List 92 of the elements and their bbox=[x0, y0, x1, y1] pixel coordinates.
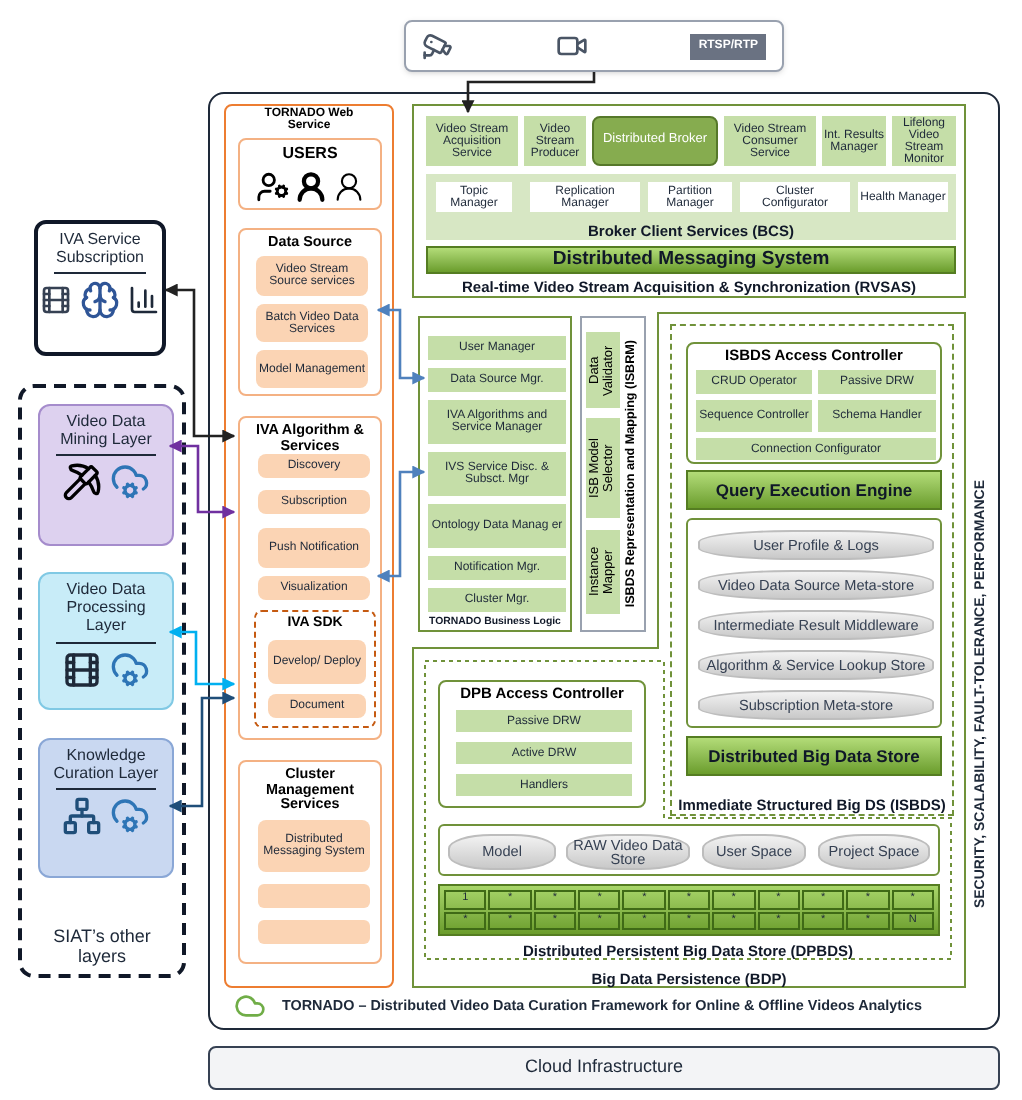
manager-box bbox=[740, 182, 850, 212]
service-group-box bbox=[238, 228, 382, 396]
service-box bbox=[258, 576, 370, 600]
database-cylinder bbox=[698, 570, 934, 600]
component-box bbox=[428, 336, 566, 360]
component-box bbox=[696, 438, 936, 460]
panel-title: Knowledge Curation Layer bbox=[51, 746, 161, 783]
database-cylinder bbox=[448, 834, 556, 870]
service-box bbox=[258, 490, 370, 514]
users-panel bbox=[238, 138, 382, 210]
store-panel bbox=[670, 324, 954, 816]
controller-box bbox=[686, 342, 942, 464]
layer-panel bbox=[418, 316, 572, 632]
connector-arrow bbox=[461, 72, 596, 114]
component-box bbox=[696, 370, 812, 394]
database-cylinder bbox=[698, 690, 934, 720]
service-box bbox=[256, 256, 368, 296]
component-box bbox=[586, 530, 620, 614]
store-group-box bbox=[686, 518, 942, 728]
component-box bbox=[428, 400, 566, 444]
bar-label: Distributed Messaging System bbox=[552, 245, 830, 274]
component-box bbox=[428, 452, 566, 496]
persistence-panel bbox=[412, 312, 966, 988]
component-box bbox=[428, 588, 566, 612]
component-box bbox=[586, 418, 620, 518]
engine-bar bbox=[686, 736, 942, 776]
source-bar bbox=[404, 20, 784, 72]
framework-frame bbox=[208, 92, 1000, 1030]
infrastructure-label: Cloud Infrastructure bbox=[524, 1054, 684, 1081]
component-box bbox=[428, 504, 566, 548]
bar-label: Distributed Big Data Store bbox=[708, 743, 920, 769]
layer-box bbox=[38, 572, 174, 710]
mapping-panel bbox=[580, 316, 646, 632]
component-box bbox=[456, 742, 632, 764]
component-box bbox=[818, 370, 936, 394]
panel-title: Video Data Processing Layer bbox=[64, 580, 148, 636]
broker-box bbox=[592, 116, 718, 166]
component-box bbox=[586, 332, 620, 408]
manager-box bbox=[858, 182, 948, 212]
group-caption: SIAT’s other layers bbox=[51, 928, 153, 968]
component-box bbox=[428, 368, 566, 392]
connector-arrow bbox=[376, 303, 426, 385]
connector-arrow bbox=[168, 439, 236, 519]
service-group-box bbox=[238, 760, 382, 964]
panel-title: IVA Service Subscription bbox=[53, 230, 147, 267]
engine-bar bbox=[426, 246, 956, 274]
engine-bar bbox=[686, 470, 942, 510]
manager-box bbox=[648, 182, 732, 212]
panel-title: USERS bbox=[282, 142, 338, 166]
component-box bbox=[456, 710, 632, 732]
service-box bbox=[256, 350, 368, 388]
panel-title: Video Data Mining Layer bbox=[58, 412, 154, 449]
service-box bbox=[258, 528, 370, 568]
infrastructure-bar bbox=[208, 1046, 1000, 1090]
component-box bbox=[822, 116, 886, 166]
component-box bbox=[892, 116, 956, 166]
sdk-box bbox=[254, 610, 376, 728]
service-box bbox=[268, 640, 366, 684]
database-cylinder bbox=[698, 530, 934, 560]
service-box bbox=[258, 454, 370, 478]
manager-box bbox=[436, 182, 512, 212]
layer-box bbox=[38, 738, 174, 878]
database-cylinder bbox=[698, 610, 934, 640]
layers-group bbox=[18, 384, 186, 978]
manager-box bbox=[530, 182, 640, 212]
service-box bbox=[258, 884, 370, 908]
connector-arrow bbox=[376, 465, 426, 583]
component-box bbox=[428, 556, 566, 580]
service-panel bbox=[224, 104, 394, 988]
component-box bbox=[456, 774, 632, 796]
layer-panel bbox=[412, 104, 966, 298]
component-box bbox=[696, 400, 812, 432]
connector-arrow bbox=[164, 283, 236, 443]
bar-label: Query Execution Engine bbox=[715, 477, 913, 503]
database-cylinder bbox=[698, 650, 934, 680]
service-box bbox=[258, 820, 370, 872]
service-box bbox=[256, 304, 368, 342]
service-box bbox=[268, 694, 366, 718]
controller-box bbox=[438, 680, 646, 808]
database-cylinder bbox=[702, 834, 806, 870]
client-services-panel bbox=[426, 174, 956, 240]
connector-arrow bbox=[168, 625, 236, 691]
service-group-box bbox=[238, 416, 382, 740]
store-panel bbox=[424, 660, 952, 960]
storage-grid-bar bbox=[438, 884, 940, 936]
subscription-box bbox=[34, 220, 166, 356]
component-box bbox=[818, 400, 936, 432]
layer-box bbox=[38, 404, 174, 546]
service-box bbox=[258, 920, 370, 944]
store-group-box bbox=[438, 824, 940, 876]
database-cylinder bbox=[818, 834, 930, 870]
connector-arrow bbox=[168, 691, 236, 813]
